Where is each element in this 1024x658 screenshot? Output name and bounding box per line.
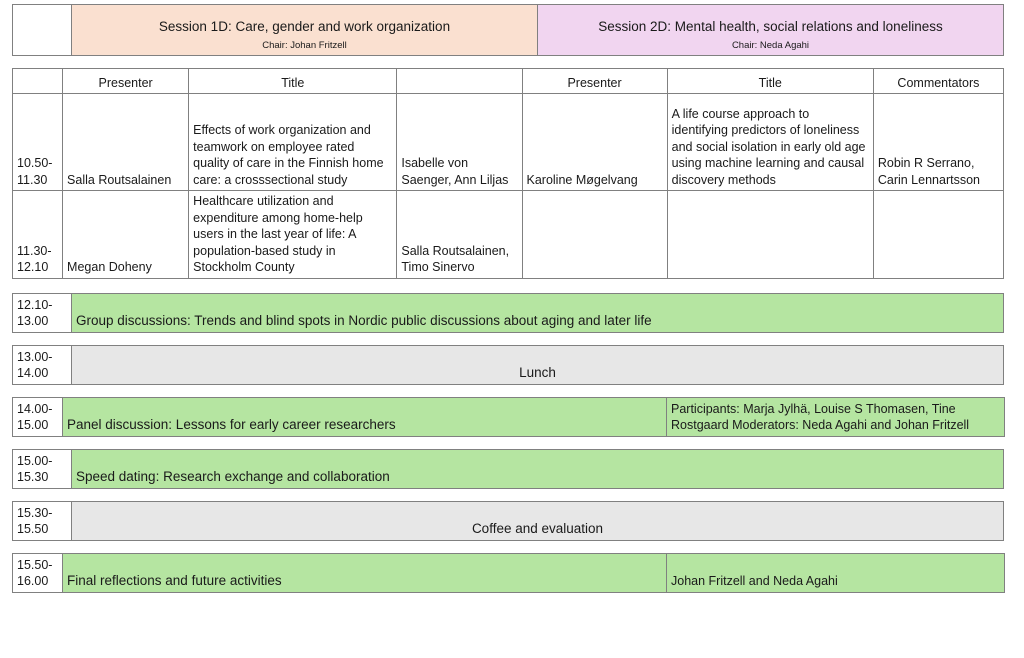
session-1d-chair: Chair: Johan Fritzell (262, 40, 347, 52)
block-time: 13.00- 14.00 (12, 344, 72, 385)
block-label: Coffee and evaluation (71, 500, 1004, 541)
table-row: 13.00- 14.00 Lunch (12, 344, 1004, 385)
block-label: Speed dating: Research exchange and coll… (71, 448, 1004, 489)
row-time-end: 12.10 (17, 260, 49, 274)
session-2d-chair: Chair: Neda Agahi (731, 40, 810, 52)
schedule-block-group-discussions: 12.10- 13.00 Group discussions: Trends a… (12, 292, 1004, 333)
block-time-start: 15.00- (17, 453, 53, 468)
schedule-block-panel-discussion: 14.00- 15.00 Panel discussion: Lessons f… (12, 396, 1005, 437)
row-presenter-1: Salla Routsalainen (62, 93, 190, 191)
table-row: 10.50- 11.30 Salla Routsalainen Effects … (11, 93, 1005, 191)
programme-column-headers: Presenter Title Presenter Title Commenta… (11, 68, 1005, 94)
session-header-band: Session 1D: Care, gender and work organi… (12, 4, 1005, 56)
block-time-start: 15.30- (17, 505, 53, 520)
row-commentators-1: Salla Routsalainen, Timo Sinervo (396, 190, 523, 279)
session-1d-header: Session 1D: Care, gender and work organi… (71, 4, 538, 56)
block-time: 12.10- 13.00 (12, 292, 72, 333)
row-title-2: A life course approach to identifying pr… (666, 93, 874, 191)
header-presenter-1: Presenter (62, 68, 190, 94)
block-time-end: 15.30 (17, 470, 49, 484)
row-commentators-2: Robin R Serrano, Carin Lennartsson (872, 93, 1005, 191)
row-title-1: Effects of work organization and teamwor… (188, 93, 398, 191)
row-time-end: 11.30 (17, 172, 48, 187)
block-time-end: 13.00 (17, 314, 49, 328)
schedule-block-coffee-and-evaluation: 15.30- 15.50 Coffee and evaluation (12, 500, 1004, 541)
schedule-block-lunch: 13.00- 14.00 Lunch (12, 344, 1004, 385)
block-time-start: 12.10- (17, 297, 53, 312)
schedule-block-speed-dating: 15.00- 15.30 Speed dating: Research exch… (12, 448, 1004, 489)
session-2d-header: Session 2D: Mental health, social relati… (536, 4, 1005, 56)
programme-table: Presenter Title Presenter Title Commenta… (11, 68, 1005, 279)
conference-programme-page: Session 1D: Care, gender and work organi… (11, 4, 1005, 605)
block-time: 15.00- 15.30 (12, 448, 72, 489)
block-time-end: 16.00 (17, 574, 49, 588)
row-time: 11.30- 12.10 (11, 190, 64, 279)
table-row: 12.10- 13.00 Group discussions: Trends a… (12, 292, 1004, 333)
header-presenter-2: Presenter (521, 68, 668, 94)
row-commentators-2 (872, 190, 1005, 279)
block-label: Panel discussion: Lessons for early care… (62, 396, 667, 437)
header-commentators-1 (396, 68, 523, 94)
session-1d-title: Session 1D: Care, gender and work organi… (158, 18, 451, 34)
header-title-2: Title (666, 68, 874, 94)
session-header-spacer (12, 4, 72, 56)
schedule-block-final-reflections: 15.50- 16.00 Final reflections and futur… (12, 552, 1005, 593)
table-row: 15.30- 15.50 Coffee and evaluation (12, 500, 1004, 541)
row-time: 10.50- 11.30 (11, 93, 64, 191)
block-time: 15.50- 16.00 (12, 552, 63, 593)
table-row: 15.00- 15.30 Speed dating: Research exch… (12, 448, 1004, 489)
block-time: 15.30- 15.50 (12, 500, 72, 541)
row-title-1: Healthcare utilization and expenditure a… (188, 190, 398, 279)
row-title-2 (666, 190, 874, 279)
block-time-start: 13.00- (17, 349, 53, 364)
row-time-start: 10.50- (17, 156, 53, 170)
block-label: Lunch (71, 344, 1004, 385)
row-commentators-1: Isabelle von Saenger, Ann Liljas (396, 93, 523, 191)
session-2d-title: Session 2D: Mental health, social relati… (598, 18, 943, 34)
header-time (11, 68, 64, 94)
session-header-row: Session 1D: Care, gender and work organi… (12, 4, 1005, 56)
block-note: Johan Fritzell and Neda Agahi (666, 552, 1005, 593)
block-time-end: 15.50 (17, 522, 49, 536)
table-row: 14.00- 15.00 Panel discussion: Lessons f… (12, 396, 1005, 437)
table-row: 15.50- 16.00 Final reflections and futur… (12, 552, 1005, 593)
row-presenter-2: Karoline Møgelvang (521, 93, 668, 191)
row-presenter-2 (521, 190, 668, 279)
row-time-start: 11.30- (17, 243, 52, 258)
block-time-end: 14.00 (17, 366, 49, 380)
header-title-1: Title (188, 68, 398, 94)
row-presenter-1: Megan Doheny (62, 190, 190, 279)
block-time-end: 15.00 (17, 418, 49, 432)
block-time: 14.00- 15.00 (12, 396, 63, 437)
block-label: Group discussions: Trends and blind spot… (71, 292, 1004, 333)
block-time-start: 15.50- (17, 557, 53, 572)
header-commentators-2: Commentators (872, 68, 1005, 94)
block-label: Final reflections and future activities (62, 552, 667, 593)
block-time-start: 14.00- (17, 401, 53, 416)
table-row: 11.30- 12.10 Megan Doheny Healthcare uti… (11, 190, 1005, 279)
block-note: Participants: Marja Jylhä, Louise S Thom… (666, 396, 1005, 437)
